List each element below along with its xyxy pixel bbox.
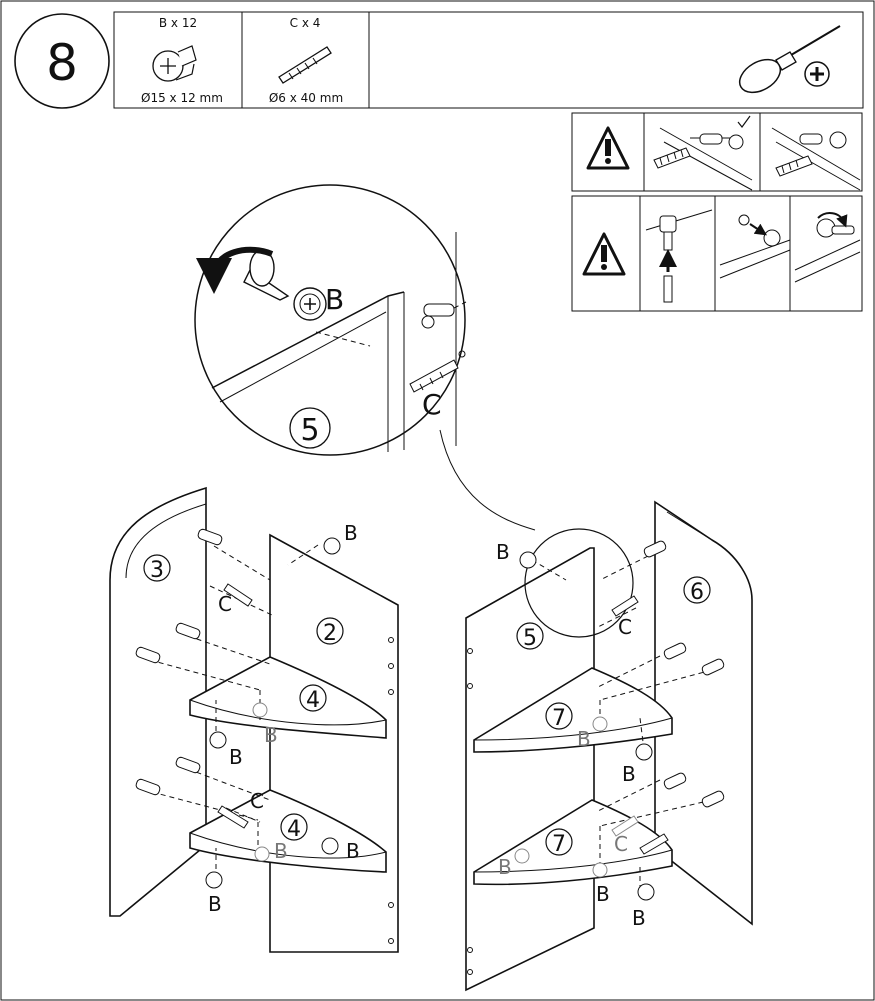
checkmark-icon [737,115,751,128]
callout-dowel: C [614,832,628,856]
warning-row-2 [571,195,863,312]
warning-triangle-icon [582,232,626,276]
dowel-then-cam-illustration [653,127,753,191]
callout-cam: B [346,839,360,863]
callout-cam: B [344,521,358,545]
cam-bolt-icon [135,528,223,796]
callout-cam: B [264,723,278,747]
wooden-dowel-icon [278,46,332,84]
right-cabinet-assembly: B 5 6 C 7 B B 7 C B B B [465,500,753,992]
part-c-cell: C x 4 Ø6 x 40 mm [269,16,343,105]
callout-dowel: C [250,789,264,813]
cam-lock-icon [152,45,197,82]
callout-cam: B [208,892,222,916]
panel-label-7: 7 [552,706,566,731]
part-b-cell: B x 12 Ø15 x 12 mm [141,16,223,105]
cam-bolt-icon [421,301,467,329]
warning-triangle-icon [586,126,630,170]
screwdriver-tip-icon [196,246,290,301]
cam-align-step-illustration [719,214,791,279]
detail-circle: B C 5 [194,184,467,456]
callout-cam: B [325,283,344,316]
callout-cam: B [596,882,610,906]
part-qty: B x 12 [159,16,197,30]
warning-row-1 [571,112,863,192]
panel-label-4: 4 [287,817,301,842]
panel-label-5: 5 [523,626,537,651]
left-cabinet-assembly: 3 2 4 4 B C B B C B B B [109,486,399,953]
detail-marker-circle [524,528,634,638]
callout-cam: B [274,839,288,863]
wooden-dowel-icon [409,350,466,393]
callout-cam: B [577,727,591,751]
part-qty: C x 4 [290,16,321,30]
callout-dowel: C [618,615,632,639]
step-number: 8 [46,34,78,92]
panel-label-2: 2 [323,621,337,646]
detail-connector-line [439,429,536,531]
cam-then-dowel-illustration [771,127,861,191]
panel-label-3: 3 [150,558,164,583]
wooden-dowel-icon [217,583,253,829]
callout-cam: B [229,745,243,769]
callout-dowel: C [422,388,442,421]
cam-insert-step-illustration [645,209,713,303]
callout-panel: 5 [300,413,319,448]
cam-lock-icon [514,551,655,901]
callout-cam: B [498,855,512,879]
panel-label-6: 6 [690,580,704,605]
panel-label-7: 7 [552,832,566,857]
callout-dowel: C [218,592,232,616]
part-size: Ø6 x 40 mm [269,91,343,105]
phillips-screwdriver-icon [738,25,841,94]
shelf-upper [473,667,673,753]
cam-lock-icon [293,287,327,321]
parts-bar: B x 12 Ø15 x 12 mm C x 4 Ø6 x 40 mm [113,11,864,109]
cam-lock-icon [205,537,341,889]
callout-cam: B [632,906,646,930]
step-badge: 8 [14,13,110,109]
cam-bolt-icon [643,540,725,808]
part-size: Ø15 x 12 mm [141,91,223,105]
wooden-dowel-icon [611,595,669,855]
panel-label-4: 4 [306,688,320,713]
callout-cam: B [496,540,510,564]
callout-cam: B [622,762,636,786]
cam-tighten-step-illustration [794,212,861,283]
